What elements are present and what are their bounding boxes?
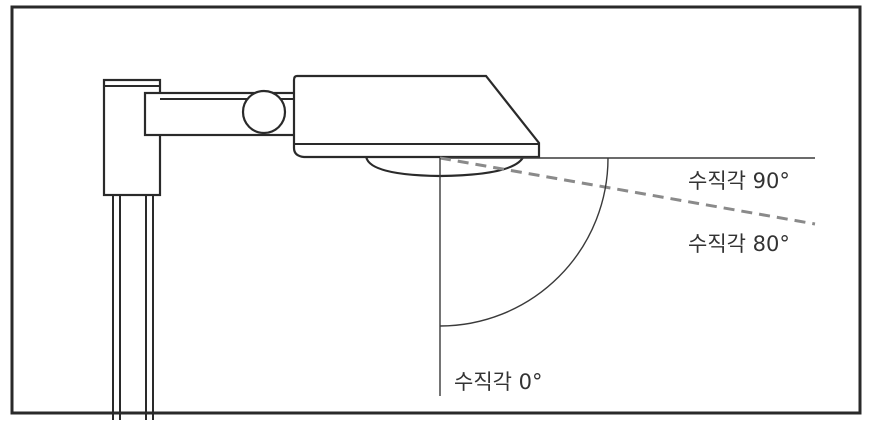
label-vertical-90: 수직각 90° <box>688 169 790 193</box>
label-vertical-0: 수직각 0° <box>454 370 543 394</box>
luminaire-head <box>292 74 541 159</box>
label-vertical-80: 수직각 80° <box>688 232 790 256</box>
lamp-pole <box>112 196 154 420</box>
pole-bracket <box>102 78 162 197</box>
angle-80-dashed-line <box>439 156 816 226</box>
arm-joint <box>241 89 287 135</box>
angle-arc <box>439 157 609 327</box>
